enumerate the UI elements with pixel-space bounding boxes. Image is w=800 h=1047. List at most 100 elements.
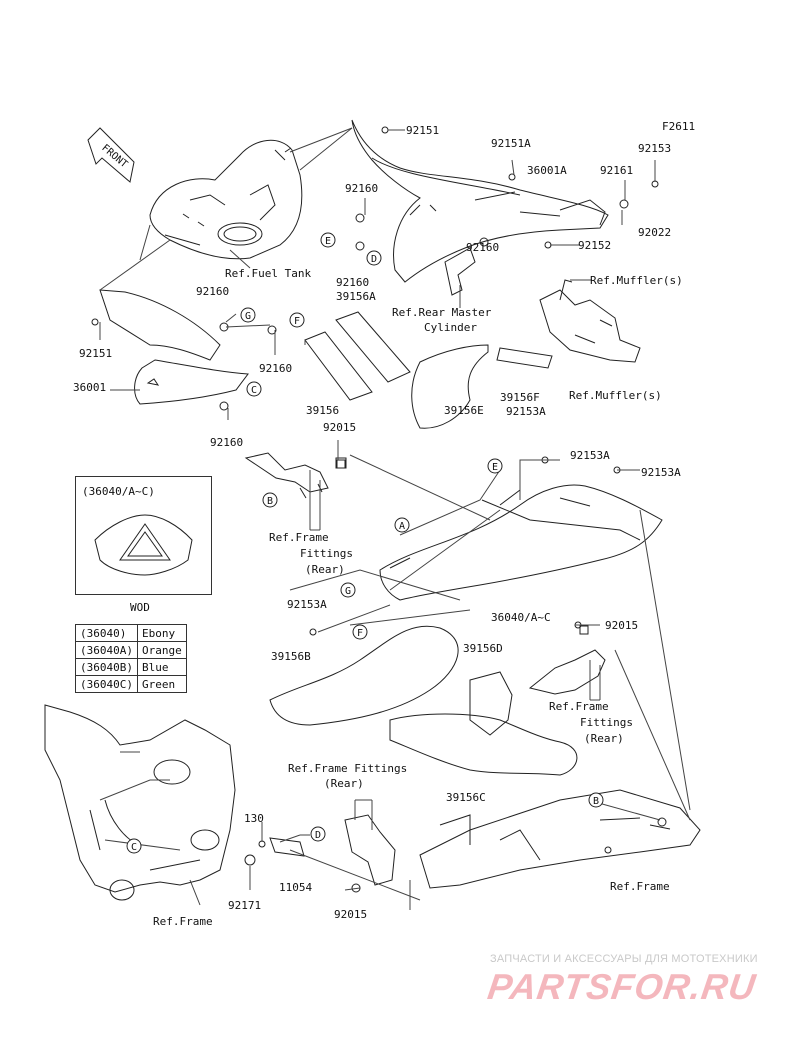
label-39156B: 39156B	[271, 650, 311, 663]
label-ref-frame-fittings-3b: (Rear)	[324, 777, 364, 790]
svg-text:B: B	[593, 796, 599, 807]
svg-text:C: C	[131, 842, 137, 853]
frame-left-shape	[44, 704, 236, 901]
pad-39156E-shape	[411, 344, 489, 429]
label-ref-frame-left: Ref.Frame	[153, 915, 213, 928]
callout-G-1: G	[240, 307, 256, 323]
label-39156: 39156	[306, 404, 340, 417]
label-92151A: 92151A	[491, 137, 531, 150]
table-row: (36040A) Orange	[75, 641, 187, 659]
label-ref-muffler-1: Ref.Muffler(s)	[590, 274, 683, 287]
label-ref-frame-fittings-1a: Ref.Frame	[269, 531, 329, 544]
frame-fittings-upper-shape	[244, 452, 347, 499]
label-ref-rear-master-1: Ref.Rear Master	[392, 306, 492, 319]
label-ref-muffler-2: Ref.Muffler(s)	[569, 389, 662, 402]
callout-G-2: G	[340, 582, 356, 598]
label-92160-d: 92160	[210, 436, 244, 449]
label-ref-frame-fittings-2b: Fittings	[580, 716, 633, 729]
label-36040: 36040/A~C	[491, 611, 551, 624]
wod-cowl-shape	[94, 514, 193, 576]
label-36001: 36001	[73, 381, 107, 394]
table-cell-code: (36040C)	[75, 675, 138, 693]
label-39156C: 39156C	[446, 791, 486, 804]
figure-code: F2611	[662, 120, 696, 133]
label-ref-frame-fittings-1b: Fittings	[300, 547, 353, 560]
svg-text:F: F	[357, 628, 363, 639]
label-92160-a: 92160	[345, 182, 379, 195]
label-92160-e: 92160	[196, 285, 230, 298]
callout-F-1: F	[289, 312, 305, 328]
rear-master-bracket-shape	[444, 247, 476, 296]
svg-text:C: C	[251, 385, 257, 396]
label-11054: 11054	[279, 881, 313, 894]
wod-caption: WOD	[130, 601, 150, 614]
label-ref-frame-fittings-2c: (Rear)	[584, 732, 624, 745]
watermark-logo: PARTSFOR.RU	[485, 966, 759, 1007]
callout-C-1: C	[246, 381, 262, 397]
table-row: (36040B) Blue	[75, 658, 187, 676]
label-130: 130	[244, 812, 264, 825]
table-cell-code: (36040B)	[75, 658, 138, 676]
frame-right-shape	[419, 789, 701, 889]
label-92153A-d: 92153A	[287, 598, 327, 611]
table-cell-code: (36040A)	[75, 641, 138, 659]
svg-text:B: B	[267, 496, 273, 507]
callout-B-2: B	[588, 792, 604, 808]
label-92153A-b: 92153A	[570, 449, 610, 462]
frame-fittings-right-shape	[528, 625, 606, 695]
label-92015-b: 92015	[605, 619, 639, 632]
pad-39156B-shape	[269, 625, 459, 726]
callout-D-2: D	[310, 826, 326, 842]
callout-letters: E D G F C B A E G F B C D	[126, 232, 604, 854]
label-92160-c: 92160	[466, 241, 500, 254]
color-variant-table: (36040) Ebony (36040A) Orange (36040B) B…	[75, 624, 187, 693]
label-ref-fuel-tank: Ref.Fuel Tank	[225, 267, 312, 280]
label-39156F: 39156F	[500, 391, 540, 404]
svg-text:F: F	[294, 316, 300, 327]
pad-39156C-shape	[389, 713, 578, 776]
label-92160-f: 92160	[259, 362, 293, 375]
label-92151-top: 92151	[406, 124, 440, 137]
pad-39156F-shape	[496, 347, 553, 369]
seat-cowl-shape	[351, 119, 609, 283]
table-cell-color: Orange	[136, 641, 187, 659]
table-cell-color: Green	[136, 675, 187, 693]
svg-text:D: D	[315, 830, 321, 841]
wod-inset-title: (36040/A~C)	[82, 485, 155, 498]
label-92015-c: 92015	[334, 908, 368, 921]
callout-F-2: F	[352, 624, 368, 640]
callout-C-2: C	[126, 838, 142, 854]
pad-39156D-shape	[469, 671, 513, 736]
wod-inset-box: (36040/A~C)	[75, 476, 212, 595]
table-cell-code: (36040)	[75, 624, 138, 642]
label-92152: 92152	[578, 239, 612, 252]
svg-text:G: G	[345, 586, 351, 597]
label-39156A: 39156A	[336, 290, 376, 303]
label-92151-left: 92151	[79, 347, 113, 360]
muffler-bracket-shape	[539, 279, 641, 363]
callout-E-2: E	[487, 458, 503, 474]
watermark-tagline: ЗАПЧАСТИ И АКСЕССУАРЫ ДЛЯ МОТОТЕХНИКИ	[490, 953, 758, 965]
label-39156E: 39156E	[444, 404, 484, 417]
table-row: (36040) Ebony	[75, 624, 187, 642]
callout-D-1: D	[366, 250, 382, 266]
svg-text:E: E	[325, 236, 331, 247]
label-ref-frame-fittings-3a: Ref.Frame Fittings	[288, 762, 408, 775]
label-92015-a: 92015	[323, 421, 357, 434]
callout-B-1: B	[262, 492, 278, 508]
label-92022: 92022	[638, 226, 672, 239]
fuel-tank-shape	[149, 139, 303, 260]
callout-E-1: E	[320, 232, 336, 248]
table-row: (36040C) Green	[75, 675, 187, 693]
table-cell-color: Blue	[136, 658, 187, 676]
label-39156D: 39156D	[463, 642, 503, 655]
label-ref-frame-right: Ref.Frame	[610, 880, 670, 893]
front-arrow-icon: FRONT	[87, 127, 135, 183]
pad-39156-shape	[304, 331, 373, 401]
label-92153A-c: 92153A	[641, 466, 681, 479]
label-92153: 92153	[638, 142, 672, 155]
pad-39156A-shape	[335, 311, 411, 383]
leader-lines	[99, 127, 691, 910]
